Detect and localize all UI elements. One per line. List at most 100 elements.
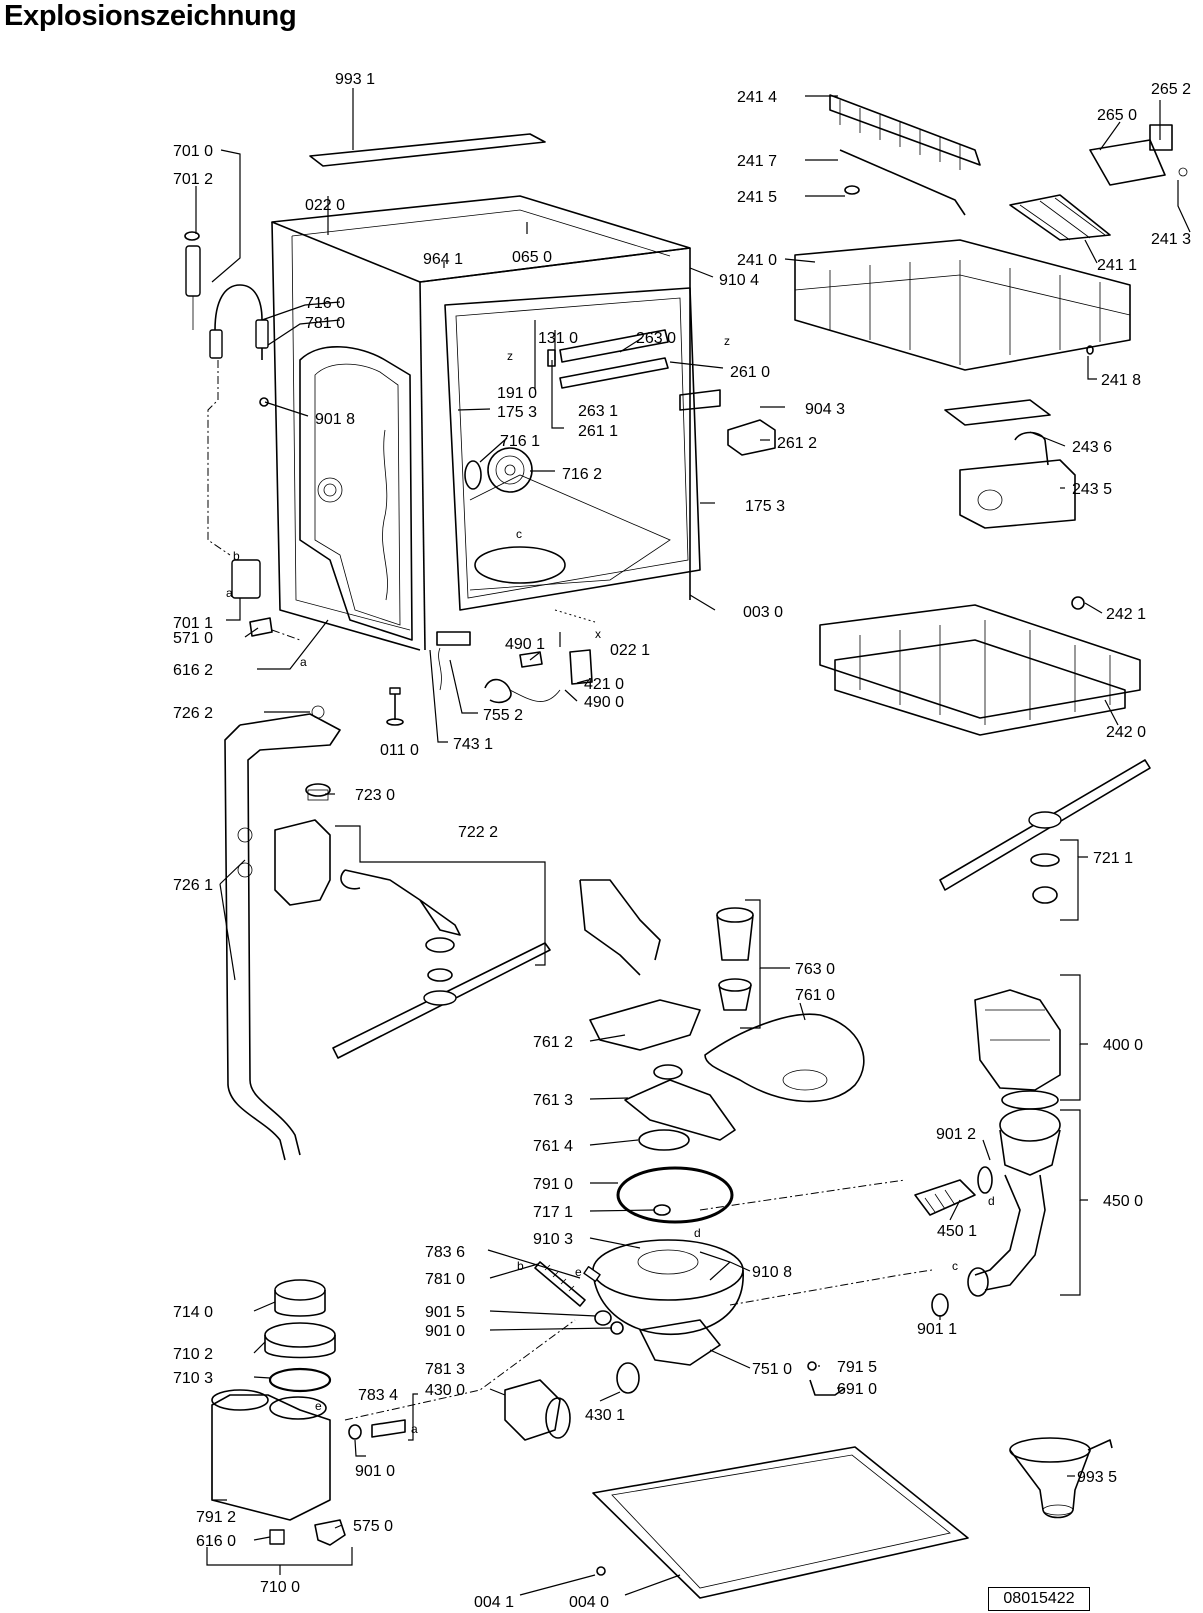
part-label: 781 0 xyxy=(425,1271,465,1288)
part-701-hose xyxy=(184,231,301,641)
part-721-1-spray-arm xyxy=(939,759,1151,904)
part-241-1-rack xyxy=(1009,194,1111,241)
part-241-0-upper-basket xyxy=(794,239,1131,371)
connection-marker: d xyxy=(694,1226,701,1240)
part-label: 265 0 xyxy=(1097,107,1137,124)
part-761-0-flat-filter xyxy=(704,1013,865,1103)
part-label: 175 3 xyxy=(497,404,537,421)
part-label: 721 1 xyxy=(1093,850,1133,867)
part-label: 400 0 xyxy=(1103,1037,1143,1054)
part-label: 761 3 xyxy=(533,1092,573,1109)
part-label: 993 1 xyxy=(335,71,375,88)
connection-marker: z xyxy=(507,349,513,363)
part-label: 490 0 xyxy=(584,694,624,711)
part-791-0-ring xyxy=(616,1166,734,1224)
part-label: 241 4 xyxy=(737,89,777,106)
part-label: 901 8 xyxy=(315,411,355,428)
part-label: 722 2 xyxy=(458,824,498,841)
part-label: 791 0 xyxy=(533,1176,573,1193)
part-label: 783 6 xyxy=(425,1244,465,1261)
part-label: 243 6 xyxy=(1072,439,1112,456)
part-label: 901 0 xyxy=(355,1463,395,1480)
part-label: 242 1 xyxy=(1106,606,1146,623)
diagram-title: Explosionszeichnung xyxy=(4,0,297,32)
part-242-0-lower-basket xyxy=(819,596,1141,736)
part-label: 241 3 xyxy=(1151,231,1191,248)
part-993-1-strip xyxy=(309,133,546,167)
part-label: 964 1 xyxy=(423,251,463,268)
part-label: 011 0 xyxy=(380,742,419,759)
part-label: 901 0 xyxy=(425,1323,465,1340)
part-450-1-hose xyxy=(914,1166,993,1317)
part-label: 755 2 xyxy=(483,707,523,724)
part-label: 616 0 xyxy=(196,1533,236,1550)
part-label: 726 2 xyxy=(173,705,213,722)
part-993-5-funnel xyxy=(1009,1437,1113,1519)
part-label: 004 0 xyxy=(569,1594,609,1611)
part-label: 241 5 xyxy=(737,189,777,206)
part-label: 791 2 xyxy=(196,1509,236,1526)
part-022-0-tub xyxy=(271,195,691,651)
part-label: 710 3 xyxy=(173,1370,213,1387)
part-450-0-sump-pipe xyxy=(967,1108,1061,1297)
part-265-0-bracket xyxy=(1089,124,1188,186)
part-710-0-softener xyxy=(211,1279,406,1546)
part-726-1-water-pipe xyxy=(224,705,341,1161)
part-243-5-cutlery-basket xyxy=(944,399,1076,529)
connection-marker: c xyxy=(952,1259,958,1273)
connection-marker: c xyxy=(516,527,522,541)
connection-marker: e xyxy=(575,1265,582,1279)
part-761-2-filter-bracket xyxy=(579,879,701,1051)
part-label: 131 0 xyxy=(538,330,578,347)
part-label: 901 2 xyxy=(936,1126,976,1143)
part-490-wiring xyxy=(436,631,593,704)
leader-lines xyxy=(195,88,1191,1596)
part-label: 243 5 xyxy=(1072,481,1112,498)
part-722-2-spray-arm xyxy=(332,869,551,1059)
part-label: 791 5 xyxy=(837,1359,877,1376)
part-label: 430 0 xyxy=(425,1382,465,1399)
part-label: 263 0 xyxy=(636,330,676,347)
connection-line-c xyxy=(729,1269,933,1306)
part-label: 781 0 xyxy=(305,315,345,332)
part-241-7-bar xyxy=(839,149,966,216)
part-label: 450 0 xyxy=(1103,1193,1143,1210)
part-label: 575 0 xyxy=(353,1518,393,1535)
part-691-0-sensor xyxy=(807,1361,846,1396)
part-label: 450 1 xyxy=(937,1223,977,1240)
part-label: 241 0 xyxy=(737,252,777,269)
connection-marker: a xyxy=(226,586,233,600)
part-label: 901 1 xyxy=(917,1321,957,1338)
part-label: 717 1 xyxy=(533,1204,573,1221)
part-label: 004 1 xyxy=(474,1594,514,1611)
part-763-0-filter xyxy=(716,907,754,1011)
part-label: 571 0 xyxy=(173,630,213,647)
part-drawings xyxy=(184,94,1188,1599)
part-label: 904 3 xyxy=(805,401,845,418)
connection-line-d xyxy=(699,1179,906,1211)
part-241-4-rack xyxy=(829,94,981,170)
part-label: 241 1 xyxy=(1097,257,1137,274)
part-label: 910 3 xyxy=(533,1231,573,1248)
part-label: 701 0 xyxy=(173,143,213,160)
part-label: 241 8 xyxy=(1101,372,1141,389)
connection-marker: e xyxy=(315,1399,322,1413)
part-004-0-base-frame xyxy=(592,1446,969,1599)
part-263-rails xyxy=(547,329,776,456)
part-716-0-side-panel xyxy=(299,346,413,641)
part-labels: 993 1 701 0 701 2 022 0 964 1 065 0 910 … xyxy=(173,71,1191,1611)
part-label: 716 2 xyxy=(562,466,602,483)
part-label: 714 0 xyxy=(173,1304,213,1321)
part-label: 710 2 xyxy=(173,1346,213,1363)
part-400-0-pump xyxy=(974,989,1061,1110)
connection-markers: b a a z z c x b e d d e a c xyxy=(226,334,995,1436)
part-label: 993 5 xyxy=(1077,1469,1117,1486)
part-label: 430 1 xyxy=(585,1407,625,1424)
part-label: 716 0 xyxy=(305,295,345,312)
part-716-2-rosette xyxy=(464,447,533,493)
part-label: 263 1 xyxy=(578,403,618,420)
part-label: 701 2 xyxy=(173,171,213,188)
part-label: 691 0 xyxy=(837,1381,877,1398)
part-label: 763 0 xyxy=(795,961,835,978)
